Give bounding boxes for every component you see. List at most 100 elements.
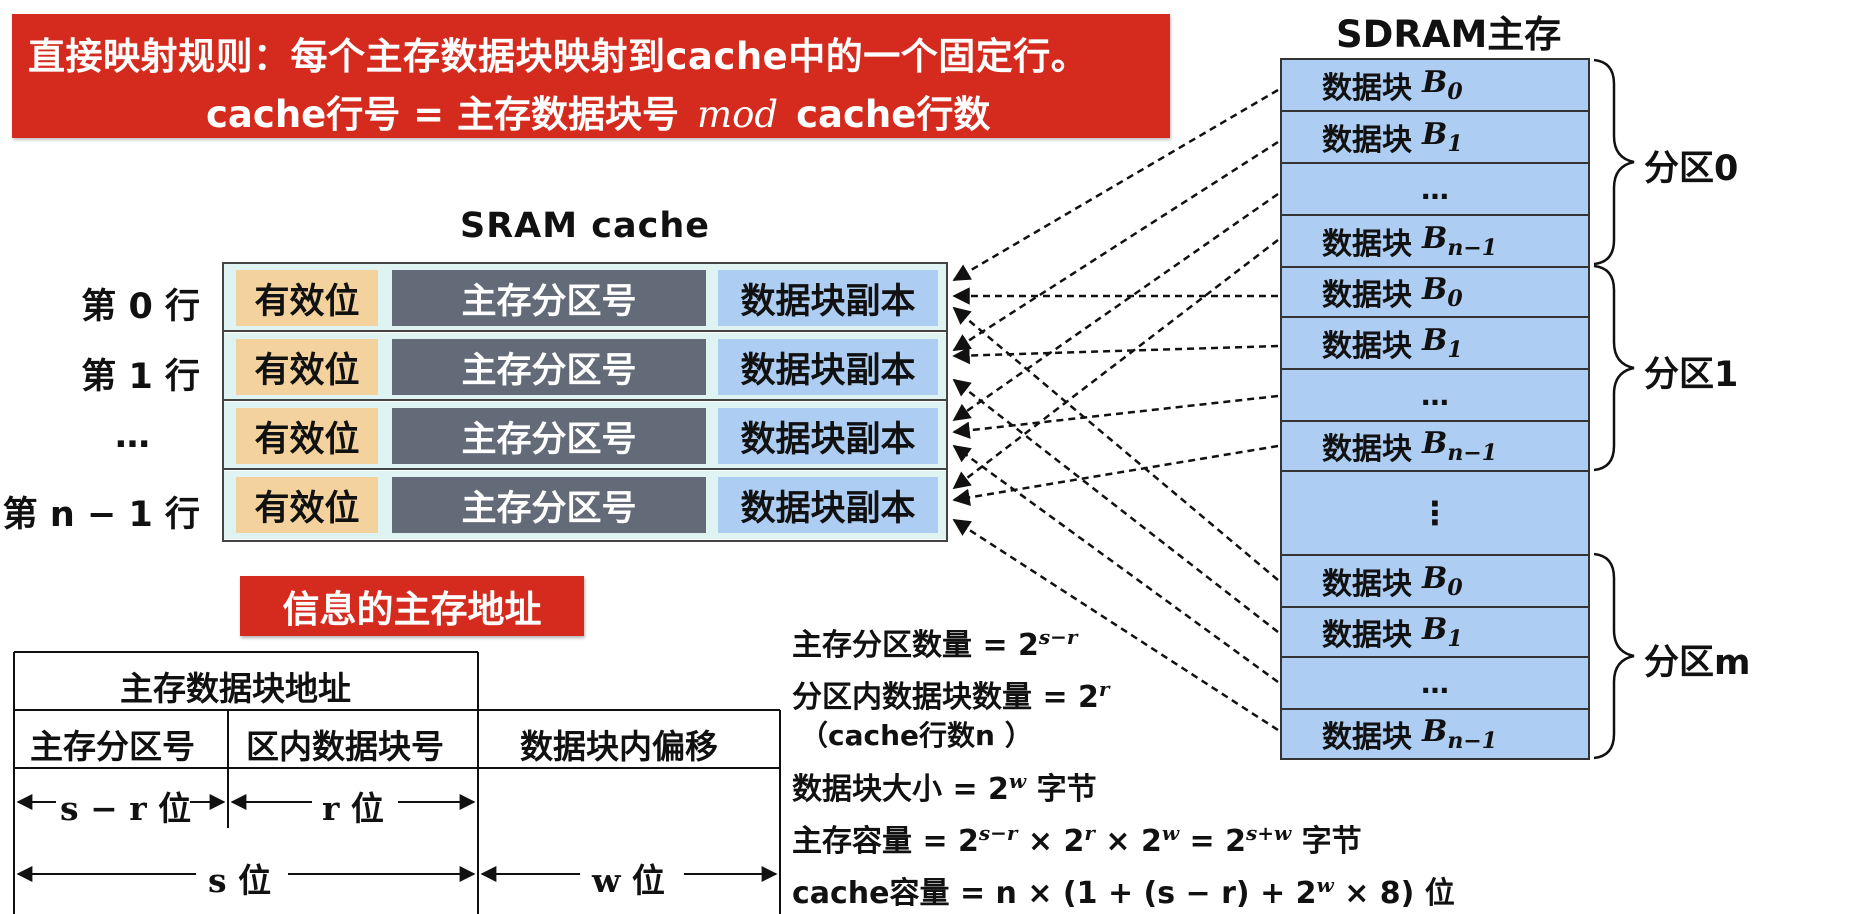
formula-block-size: 数据块大小 = 2w 字节 [792,764,1097,808]
block-symbol: Bn−1 [1422,426,1498,466]
block-symbol: B0 [1422,272,1463,312]
block-label: 数据块 [1322,329,1412,364]
block-symbol: Bn−1 [1422,714,1498,754]
block-label: 数据块 [1322,432,1412,467]
row-label-0: 第 0 行 [81,287,200,327]
valid-bit-cell: 有效位 [236,477,378,533]
partition-m-label: 分区m [1644,643,1751,683]
formula-partition-count: 主存分区数量 = 2s−r [792,620,1077,664]
memory-block: 数据块 B1 [1282,318,1588,370]
block-label: 数据块 [1322,71,1412,106]
block-address-header: 主存数据块地址 [120,669,351,708]
f4-text-d: = 2 [1179,824,1246,859]
memory-block: 数据块 Bn−1 [1282,710,1588,758]
index-field-header: 区内数据块号 [246,727,444,766]
rule-text: 直接映射规则：每个主存数据块映射到cache中的一个固定行。 [28,35,1089,78]
f3-unit: 字节 [1026,772,1097,807]
sdram-title: SDRAM主存 [1336,13,1562,56]
memory-address-button: 信息的主存地址 [240,576,584,636]
formula-memory-capacity: 主存容量 = 2s−r × 2r × 2w = 2s+w 字节 [792,816,1362,860]
block-label: 数据块 [1322,123,1412,158]
f1-text: 主存分区数量 = 2 [792,628,1039,663]
valid-bit-cell: 有效位 [236,339,378,395]
block-symbol: B1 [1422,117,1463,157]
row-label-last: 第 n − 1 行 [2,495,200,535]
f4-text-c: × 2 [1094,824,1162,859]
tag-cell: 主存分区号 [392,270,706,326]
valid-bit-cell: 有效位 [236,408,378,464]
f5-end: × 8) 位 [1333,876,1455,911]
block-symbol: Bn−1 [1422,221,1498,261]
row-label-1: 第 1 行 [81,357,200,397]
memory-block: 数据块 B1 [1282,112,1588,164]
data-cell: 数据块副本 [718,270,938,326]
f4-text-a: 主存容量 = 2 [792,824,979,859]
tag-bits-label: s − r 位 [60,789,192,828]
block-symbol: B0 [1422,65,1463,105]
index-bits-label: r 位 [322,789,384,828]
memory-block: 数据块 Bn−1 [1282,216,1588,268]
s-bits-label: s 位 [208,861,272,900]
w-bits-label: w 位 [592,861,665,900]
f4-exp2: r [1084,821,1095,845]
valid-bit-cell: 有效位 [236,270,378,326]
f2-text: 分区内数据块数量 = 2 [792,680,1099,715]
cache-row: 有效位 主存分区号 数据块副本 [224,402,946,470]
tag-cell: 主存分区号 [392,339,706,395]
sdram-memory: 数据块 B0 数据块 B1 … 数据块 Bn−1 数据块 B0 数据块 B1 … 数据块 B… [1280,58,1590,760]
f4-exp1: s−r [978,821,1018,845]
tag-field-header: 主存分区号 [30,727,195,766]
block-label: 数据块 [1322,227,1412,262]
memory-block-ellipsis: … [1282,658,1588,710]
row-label-ellipsis: … [115,416,150,456]
cache-table: 有效位 主存分区号 数据块副本 有效位 主存分区号 数据块副本 有效位 主存分区… [222,262,948,542]
data-cell: 数据块副本 [718,477,938,533]
block-symbol: B1 [1422,612,1463,652]
block-label: 数据块 [1322,278,1412,313]
memory-block-ellipsis: … [1282,164,1588,216]
block-label: 数据块 [1322,567,1412,602]
memory-block: 数据块 Bn−1 [1282,422,1588,472]
partition-braces [1593,58,1635,760]
formula-cache-lines-note: （cache行数n ） [800,719,1033,752]
block-symbol: B0 [1422,561,1463,601]
f4-exp3: w [1161,821,1180,845]
formula-left: cache行号 = 主存数据块号 [206,93,680,136]
block-label: 数据块 [1322,618,1412,653]
memory-block: 数据块 B1 [1282,608,1588,658]
memory-block-ellipsis: … [1282,370,1588,422]
block-symbol: B1 [1422,323,1463,363]
block-label: 数据块 [1322,720,1412,755]
cache-row: 有效位 主存分区号 数据块副本 [224,333,946,401]
data-cell: 数据块副本 [718,339,938,395]
formula-right: cache行数 [796,93,991,136]
formula-blocks-per-partition: 分区内数据块数量 = 2r [792,672,1109,716]
memory-block: 数据块 B0 [1282,60,1588,112]
memory-block: 数据块 B0 [1282,556,1588,608]
f5-text: cache容量 = n × (1 + (s − r) + 2 [792,876,1317,911]
f3-text: 数据块大小 = 2 [792,772,1009,807]
f2-exponent: r [1098,677,1110,701]
f3-exponent: w [1008,769,1027,793]
f4-exp4: s+w [1245,821,1292,845]
f4-text-b: × 2 [1017,824,1085,859]
cache-row: 有效位 主存分区号 数据块副本 [224,471,946,539]
rule-banner: 直接映射规则：每个主存数据块映射到cache中的一个固定行。 cache行号 =… [12,14,1170,138]
cache-title: SRAM cache [460,206,711,246]
memory-partitions-ellipsis: ⋮ [1282,472,1588,556]
tag-cell: 主存分区号 [392,477,706,533]
cache-row: 有效位 主存分区号 数据块副本 [224,264,946,332]
f5-exponent: w [1316,873,1334,897]
offset-field-header: 数据块内偏移 [520,727,718,766]
mapping-formula: cache行号 = 主存数据块号 mod cache行数 [206,84,990,138]
partition-0-label: 分区0 [1644,149,1739,189]
data-cell: 数据块副本 [718,408,938,464]
partition-1-label: 分区1 [1644,355,1739,395]
mod-operator: mod [697,93,779,136]
f4-unit: 字节 [1291,824,1362,859]
tag-cell: 主存分区号 [392,408,706,464]
formula-cache-capacity: cache容量 = n × (1 + (s − r) + 2w × 8) 位 [792,868,1455,912]
f1-exponent: s−r [1038,625,1078,649]
